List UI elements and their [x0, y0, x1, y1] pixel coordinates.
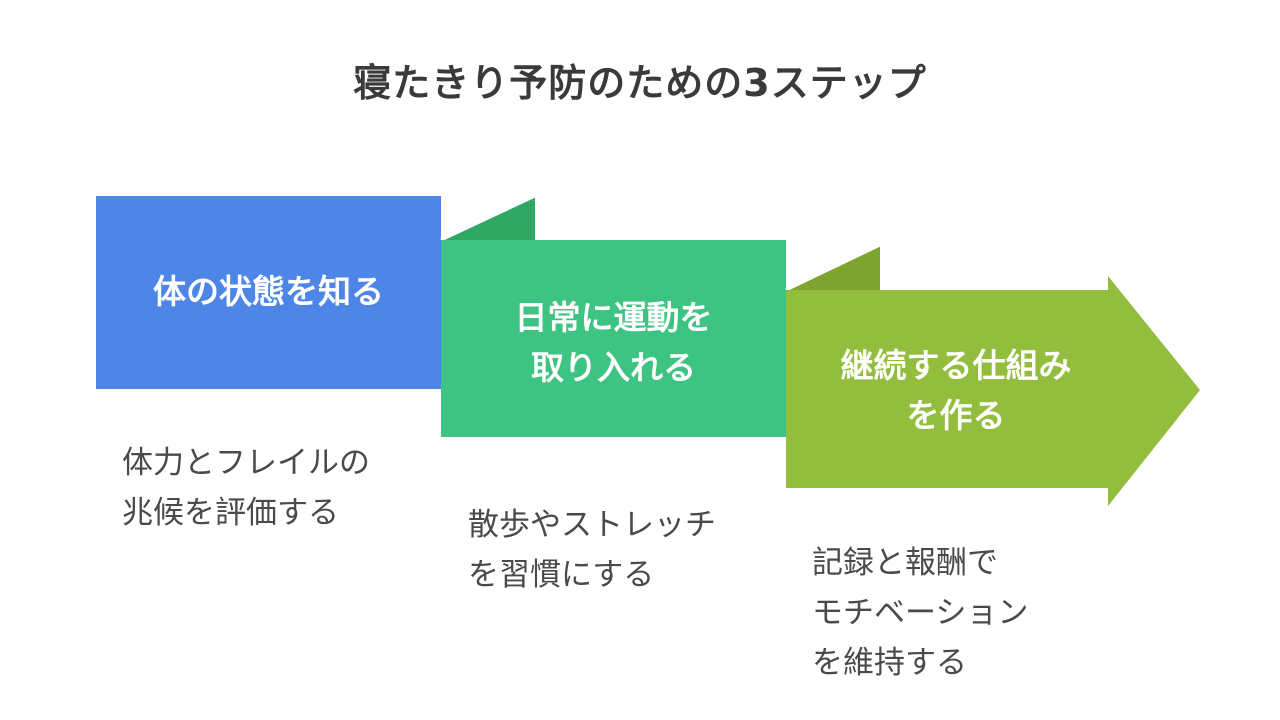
step-3-label: 継続する仕組み を作る: [840, 346, 1072, 435]
step-1-fold-edge: [440, 194, 536, 242]
step-2-description: 散歩やストレッチ を習慣にする: [468, 507, 716, 593]
step-2-fold-edge: [785, 243, 881, 292]
step-1-block: [96, 196, 441, 389]
step-2-label: 日常に運動を 取り入れる: [514, 298, 713, 387]
step-2-block: [441, 240, 786, 437]
step-3-description: 記録と報酬で モチベーション を維持する: [812, 545, 1029, 681]
page-title: 寝たきり予防のための3ステップ: [353, 61, 927, 105]
step-1-description: 体力とフレイルの 兆候を評価する: [122, 445, 370, 531]
step-1-label: 体の状態を知る: [153, 272, 384, 311]
step-3-arrow: [786, 276, 1200, 506]
